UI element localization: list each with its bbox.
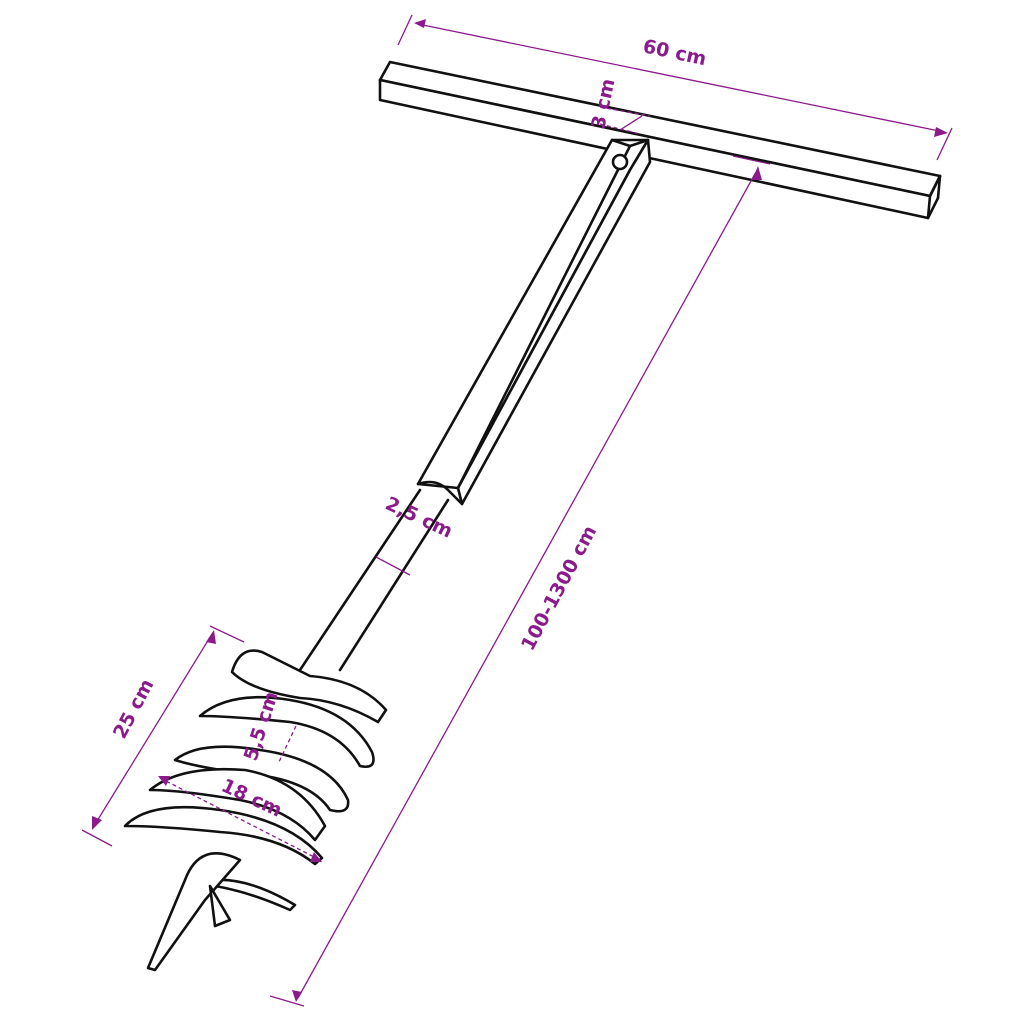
spiral-flights — [123, 649, 388, 972]
lower-shaft — [298, 488, 450, 672]
locking-pin-icon — [611, 153, 629, 171]
label-total-length: 100-1300 cm — [517, 522, 601, 654]
dimension-total-length: 100-1300 cm — [269, 166, 762, 1007]
label-handle-width: 60 cm — [641, 35, 708, 70]
label-shaft-diameter: 2,5 cm — [382, 493, 456, 543]
upper-shaft — [416, 138, 652, 506]
t-handle — [378, 60, 942, 220]
